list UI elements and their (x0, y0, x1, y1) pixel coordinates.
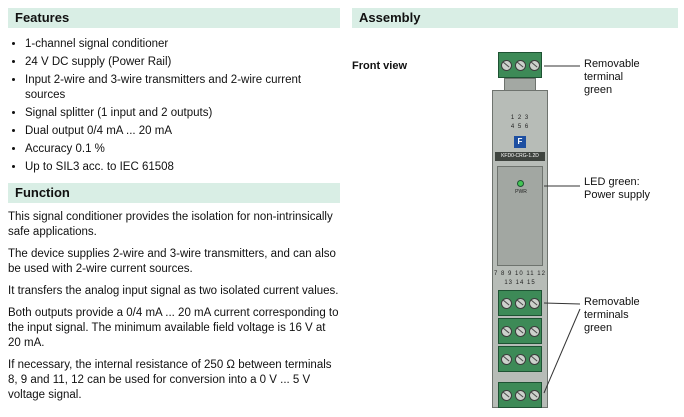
function-text: This signal conditioner provides the iso… (8, 210, 340, 403)
screw-icon (514, 353, 526, 365)
screw-icon (528, 325, 540, 337)
feature-item: 1-channel signal conditioner (25, 37, 340, 52)
feature-item: Accuracy 0.1 % (25, 142, 340, 157)
device-neck (504, 78, 536, 91)
terminal-block-bottom-2 (498, 318, 542, 344)
assembly-title: Assembly (359, 10, 421, 25)
callout-line: green (584, 84, 613, 96)
screw-icon (500, 297, 512, 309)
callout-line: green (584, 322, 613, 334)
screw-icon (514, 59, 526, 71)
features-list: 1-channel signal conditioner 24 V DC sup… (8, 37, 340, 175)
power-led-icon (517, 180, 524, 187)
terminal-block-top (498, 52, 542, 78)
callout-line: Power supply (584, 189, 651, 201)
function-header: Function (8, 183, 340, 203)
feature-item: Input 2-wire and 3-wire transmitters and… (25, 73, 340, 103)
terminal-numbers-bottom-row2: 13 14 15 (504, 280, 536, 286)
terminal-block-bottom-3 (498, 346, 542, 372)
feature-item: 24 V DC supply (Power Rail) (25, 55, 340, 70)
screw-icon (500, 353, 512, 365)
brand-logo: F (514, 136, 526, 148)
front-panel: PWR (497, 166, 543, 266)
callout-line: Removable terminals (584, 296, 640, 321)
screw-icon (528, 297, 540, 309)
terminal-numbers-bottom-row1: 7 8 9 10 11 12 (494, 271, 546, 277)
callout-line: Removable terminal (584, 58, 640, 83)
function-paragraph: Both outputs provide a 0/4 mA ... 20 mA … (8, 307, 339, 349)
front-view-label: Front view (352, 60, 408, 72)
terminal-block-bottom-1 (498, 290, 542, 316)
screw-icon (500, 325, 512, 337)
assembly-header: Assembly (352, 8, 678, 28)
function-paragraph: This signal conditioner provides the iso… (8, 211, 333, 238)
left-column: Features 1-channel signal conditioner 24… (8, 0, 340, 410)
function-title: Function (15, 185, 70, 200)
device-illustration: 1 2 3 4 5 6 F KFD0-CRG-1.2D PWR 7 8 9 10… (490, 52, 550, 408)
screw-icon (528, 389, 540, 401)
callout-removable-terminals-bottom: Removable terminals green (584, 296, 678, 335)
screw-icon (528, 59, 540, 71)
callout-led-green: LED green: Power supply (584, 176, 650, 202)
terminal-block-detached (498, 382, 542, 408)
callout-line: LED green: (584, 176, 640, 188)
function-paragraph: The device supplies 2-wire and 3-wire tr… (8, 248, 336, 275)
callout-removable-terminal-top: Removable terminal green (584, 58, 678, 97)
model-label: KFD0-CRG-1.2D (495, 152, 545, 161)
features-title: Features (15, 10, 70, 25)
screw-icon (514, 389, 526, 401)
features-header: Features (8, 8, 340, 28)
function-paragraph: It transfers the analog input signal as … (8, 285, 339, 297)
screw-icon (500, 389, 512, 401)
terminal-numbers-top-row2: 4 5 6 (510, 124, 530, 130)
power-led-label: PWR (515, 189, 527, 195)
screw-icon (514, 297, 526, 309)
feature-item: Dual output 0/4 mA ... 20 mA (25, 124, 340, 139)
feature-item: Signal splitter (1 input and 2 outputs) (25, 106, 340, 121)
screw-icon (528, 353, 540, 365)
terminal-numbers-top-row1: 1 2 3 (510, 115, 530, 121)
screw-icon (514, 325, 526, 337)
leader-lines (543, 65, 581, 394)
feature-item: Up to SIL3 acc. to IEC 61508 (25, 160, 340, 175)
function-paragraph: If necessary, the internal resistance of… (8, 359, 332, 401)
assembly-section: Assembly Front view 1 2 3 4 5 6 F KFD0-C… (352, 0, 678, 417)
screw-icon (500, 59, 512, 71)
